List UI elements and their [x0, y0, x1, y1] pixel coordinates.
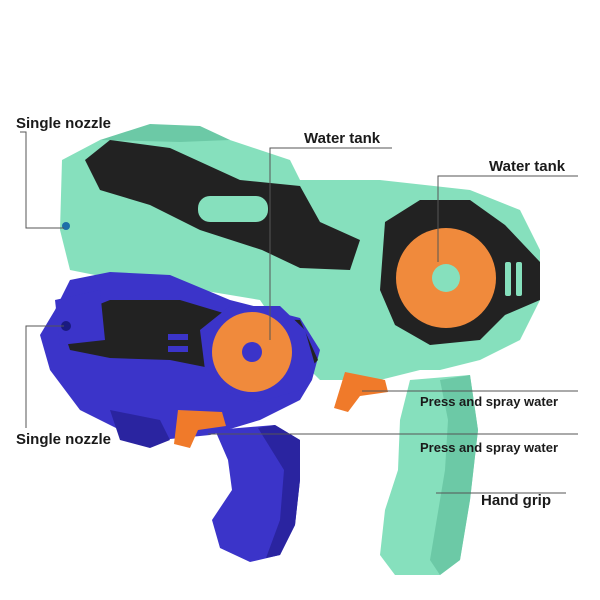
leader-single-nozzle-bottom	[25, 325, 64, 428]
blue-gun-vent-2	[168, 346, 188, 352]
mint-gun-vent-1	[150, 232, 170, 250]
blue-gun-grip-shade	[258, 425, 300, 558]
mint-gun-side-vent-2	[516, 262, 522, 296]
mint-gun-grip-shade	[430, 375, 478, 575]
leader-water-tank-left	[269, 147, 392, 340]
label-water-tank-right: Water tank	[489, 158, 566, 175]
blue-gun-trigger-guard	[110, 410, 170, 448]
blue-gun-nozzle	[61, 321, 71, 331]
label-hand-grip: Hand grip	[481, 492, 551, 509]
label-press-spray-2: Press and spray water	[420, 440, 559, 455]
label-single-nozzle-top: Single nozzle	[16, 115, 112, 132]
mint-gun-top-cylinder	[198, 196, 268, 222]
leader-water-tank-right	[437, 175, 578, 262]
leader-lines	[20, 131, 578, 494]
blue-gun-muzzle	[55, 290, 105, 345]
blue-water-gun	[40, 272, 320, 562]
label-press-spray-1: Press and spray water	[420, 394, 559, 409]
mint-gun-side-vent-1	[505, 262, 511, 296]
blue-gun-trigger	[174, 410, 226, 448]
label-single-nozzle-bottom: Single nozzle	[16, 431, 112, 448]
mint-gun-vent-3	[200, 242, 220, 260]
mint-gun-vent-2	[175, 236, 195, 254]
blue-gun-vent-1	[168, 334, 188, 340]
mint-gun-top-ridge	[100, 124, 230, 142]
leader-single-nozzle-top	[20, 131, 64, 229]
blue-gun-tank-cap	[242, 342, 262, 362]
mint-gun-trigger	[334, 372, 388, 412]
mint-gun-tank-cap	[432, 264, 460, 292]
mint-gun-nozzle	[62, 222, 70, 230]
label-water-tank-left: Water tank	[304, 130, 381, 147]
mint-water-gun	[60, 124, 540, 575]
